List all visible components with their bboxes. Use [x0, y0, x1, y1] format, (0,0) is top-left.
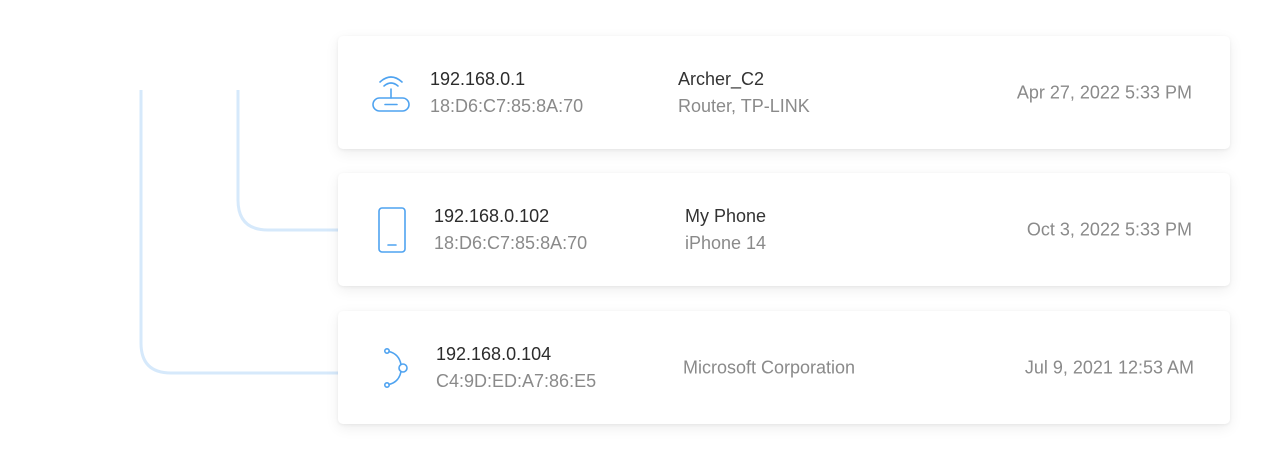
device-ip: 192.168.0.104	[436, 343, 552, 364]
device-last-seen: Jul 9, 2021 12:53 AM	[1024, 357, 1194, 377]
device-identity: My Phone iPhone 14	[685, 203, 766, 257]
device-last-seen: Oct 3, 2022 5:33 PM	[1026, 219, 1192, 239]
device-type: iPhone 14	[685, 232, 767, 253]
device-identity: Archer_C2 Router, TP-LINK	[678, 66, 810, 120]
device-ip: 192.168.0.1	[430, 68, 526, 89]
phone-icon	[372, 206, 412, 254]
device-address: 192.168.0.102 18:D6:C7:85:8A:70	[434, 203, 587, 257]
router-icon	[371, 69, 411, 117]
device-address: 192.168.0.1 18:D6:C7:85:8A:70	[430, 66, 583, 120]
device-address: 192.168.0.104 C4:9D:ED:A7:86:E5	[436, 341, 596, 395]
device-mac: C4:9D:ED:A7:86:E5	[436, 370, 597, 391]
device-name: Archer_C2	[678, 68, 765, 89]
device-vendor: Microsoft Corporation	[683, 357, 856, 377]
device-card-phone[interactable]: 192.168.0.102 18:D6:C7:85:8A:70 My Phone…	[338, 173, 1230, 286]
device-card-router[interactable]: 192.168.0.1 18:D6:C7:85:8A:70 Archer_C2 …	[338, 36, 1230, 149]
device-type: Router, TP-LINK	[678, 95, 810, 116]
network-node-icon	[374, 344, 414, 392]
device-identity: Microsoft Corporation	[683, 354, 855, 381]
device-mac: 18:D6:C7:85:8A:70	[434, 232, 588, 253]
device-mac: 18:D6:C7:85:8A:70	[430, 95, 584, 116]
device-name: My Phone	[685, 205, 767, 226]
device-card-network-node[interactable]: 192.168.0.104 C4:9D:ED:A7:86:E5 Microsof…	[338, 311, 1230, 424]
device-last-seen: Apr 27, 2022 5:33 PM	[1016, 82, 1192, 102]
device-ip: 192.168.0.102	[434, 205, 550, 226]
